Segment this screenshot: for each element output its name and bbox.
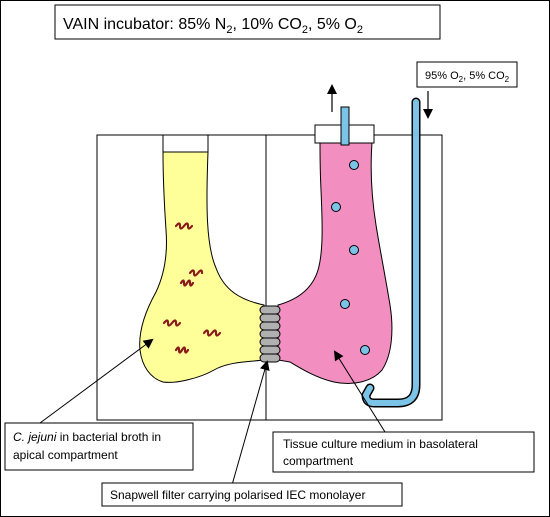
apical-label-species: C. jejuni: [13, 430, 57, 444]
gas-bubble-icon: [349, 245, 359, 255]
gas-outlet-tube: [340, 106, 350, 146]
gas-bubble-icon: [349, 160, 359, 170]
gas-bubble-icon: [360, 345, 370, 355]
gas-bubble-icon: [340, 299, 350, 309]
gas-o2-text: 95% O: [425, 70, 459, 82]
filter-label-text: Snapwell filter carrying polarised IEC m…: [110, 488, 365, 502]
basolateral-label-line2: compartment: [283, 454, 354, 468]
bacteria: [162, 222, 222, 354]
filter-label: Snapwell filter carrying polarised IEC m…: [101, 482, 403, 507]
co2-subscript: 2: [302, 24, 308, 36]
incubator-text: VAIN incubator: 85% N: [63, 16, 226, 33]
bacterium-icon: [202, 329, 222, 337]
gas-bubble-icon: [331, 202, 341, 212]
gas-co2-text: , 5% CO: [463, 70, 505, 82]
svg-text:C. jejuni in bacterial broth i: C. jejuni in bacterial broth in: [13, 430, 161, 444]
gas-input-label: 95% O2, 5% CO2: [416, 61, 518, 88]
gas-co2-subscript: 2: [505, 75, 510, 84]
basolateral-compartment: [277, 141, 393, 384]
chamber-block: [96, 134, 443, 421]
n2-subscript: 2: [226, 24, 232, 36]
snapwell-filter: [259, 305, 281, 363]
gas-bubbles: [331, 160, 370, 355]
apical-pointer: [39, 338, 154, 424]
bacterium-icon: [174, 346, 190, 354]
bacterium-icon: [188, 269, 204, 277]
svg-text:VAIN incubator: 85% N2, 10% CO: VAIN incubator: 85% N2, 10% CO2, 5% O2: [63, 16, 363, 36]
bacterium-icon: [179, 279, 195, 287]
incubator-label: VAIN incubator: 85% N2, 10% CO2, 5% O2: [54, 4, 441, 40]
basolateral-label-line1: Tissue culture medium in basolateral: [283, 437, 478, 451]
apical-label: C. jejuni in bacterial broth in apical c…: [4, 422, 194, 471]
gas-o2-subscript: 2: [459, 75, 464, 84]
bacterium-icon: [174, 222, 194, 230]
basolateral-label: Tissue culture medium in basolateral com…: [272, 431, 535, 473]
o2-subscript: 2: [357, 24, 363, 36]
apical-label-line2: apical compartment: [13, 448, 118, 462]
basolateral-pointer: [333, 350, 386, 433]
incubator-text-mid2: , 5% O: [308, 16, 357, 33]
apical-label-line1: in bacterial broth in: [56, 430, 161, 444]
incubator-text-mid1: , 10% CO: [232, 16, 301, 33]
svg-text:95% O2, 5% CO2: 95% O2, 5% CO2: [425, 70, 510, 84]
filter-pointer: [231, 360, 270, 486]
bacterium-icon: [162, 319, 182, 327]
apical-tube-top: [162, 134, 209, 153]
